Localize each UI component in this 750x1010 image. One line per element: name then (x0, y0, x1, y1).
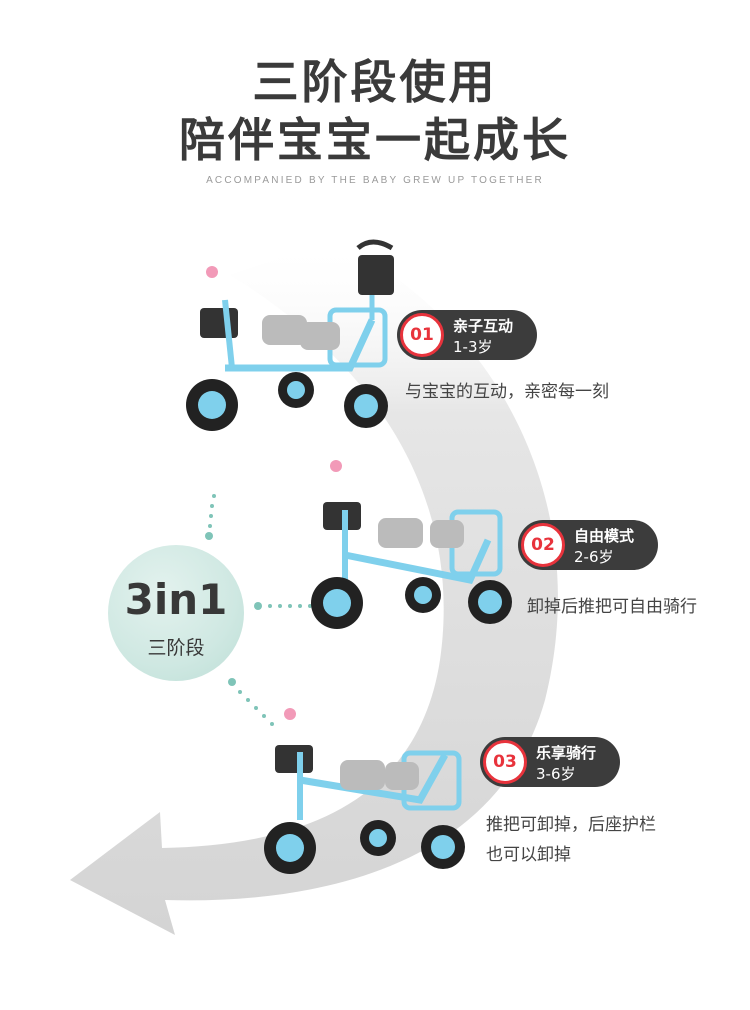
stage-age: 1-3岁 (453, 338, 493, 356)
stage-description-3: 推把可卸掉，后座护栏 也可以卸掉 (486, 810, 656, 870)
stage-badge-2: 02 自由模式 2-6岁 (518, 520, 658, 570)
stage-age: 2-6岁 (574, 548, 614, 566)
stage-number: 01 (400, 313, 444, 357)
stage-badge-1: 01 亲子互动 1-3岁 (397, 310, 537, 360)
description-line: 卸掉后推把可自由骑行 (527, 597, 697, 617)
stage-description-1: 与宝宝的互动，亲密每一刻 (405, 377, 609, 407)
stage-age: 3-6岁 (536, 765, 576, 783)
tricycle-stage1-image (186, 239, 394, 431)
connector-dots-bottom (228, 678, 274, 726)
stage-badge-3: 03 乐享骑行 3-6岁 (480, 737, 620, 787)
stage-number: 02 (521, 523, 565, 567)
three-in-one-label: 3in1 (124, 575, 228, 624)
page-title-line2: 陪伴宝宝一起成长 (179, 113, 571, 167)
tricycle-stage3-image (264, 708, 465, 874)
connector-dots-top (205, 494, 216, 540)
swoosh-arrow (70, 240, 558, 935)
connector-dots-middle (254, 602, 312, 610)
page-title-line1: 三阶段使用 (252, 55, 498, 109)
description-line: 推把可卸掉，后座护栏 (486, 815, 656, 835)
stage-name: 自由模式 (574, 527, 635, 545)
description-line: 与宝宝的互动，亲密每一刻 (405, 382, 609, 402)
stage-name: 乐享骑行 (536, 744, 597, 762)
page-subtitle: ACCOMPANIED BY THE BABY GREW UP TOGETHER (206, 175, 544, 186)
tricycle-stage2-image (311, 460, 512, 629)
three-stage-label: 三阶段 (147, 637, 205, 659)
description-line: 也可以卸掉 (486, 845, 571, 865)
three-in-one-badge: 3in1 三阶段 (108, 545, 244, 681)
stage-description-2: 卸掉后推把可自由骑行 (527, 592, 697, 622)
stage-number: 03 (483, 740, 527, 784)
stage-name: 亲子互动 (453, 317, 514, 335)
